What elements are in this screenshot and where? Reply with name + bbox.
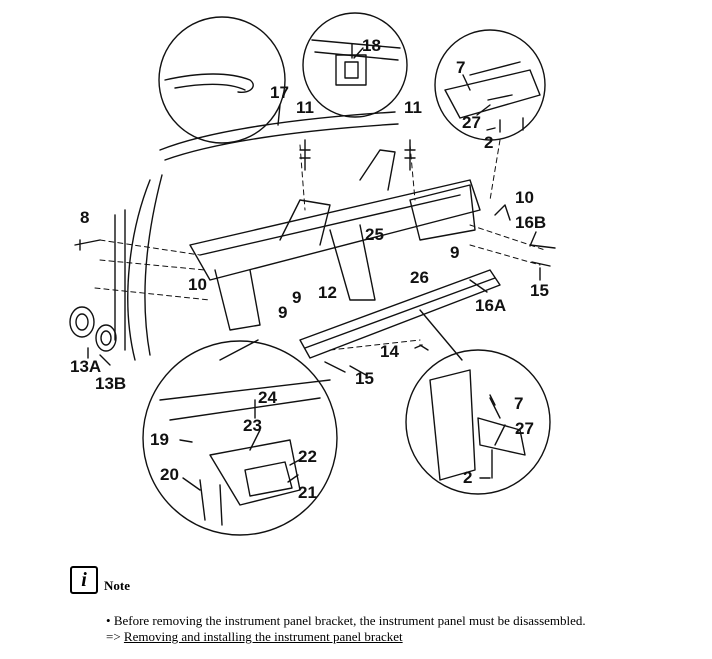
- callout-label: 7: [514, 394, 523, 413]
- callout-label: 7: [456, 58, 465, 77]
- removing-installing-bracket-link[interactable]: Removing and installing the instrument p…: [123, 629, 403, 644]
- callout-label: 21: [298, 483, 317, 502]
- callout-label: 10: [188, 275, 207, 294]
- callout-label: 19: [150, 430, 169, 449]
- exploded-parts-diagram: 18 7 17 11 11 27 2 10 8 16B 25 9 26 10 9…: [69, 12, 556, 536]
- note-title: Note: [104, 578, 130, 593]
- bullet-dot: •: [106, 613, 114, 628]
- callout-label: 9: [450, 243, 459, 262]
- detail-circle-top-right: [434, 29, 546, 141]
- note-link-line: => Removing and installing the instrumen…: [106, 629, 403, 645]
- callout-label: 13B: [95, 374, 126, 393]
- note-bullet: • Before removing the instrument panel b…: [106, 613, 586, 629]
- callout-label: 10: [515, 188, 534, 207]
- callout-label: 9: [278, 303, 287, 322]
- callout-label: 25: [365, 225, 384, 244]
- callout-label: 11: [296, 98, 314, 117]
- callout-label: 23: [243, 416, 262, 435]
- callout-label: 14: [380, 342, 399, 361]
- detail-circle-bottom-left: [142, 340, 338, 536]
- callout-label: 2: [463, 468, 472, 487]
- callout-label: 24: [258, 388, 277, 407]
- detail-circle-bottom-right: [405, 349, 551, 495]
- arrow-marker: =>: [106, 629, 121, 644]
- callout-label: 15: [530, 281, 549, 300]
- callout-label: 17: [270, 83, 289, 102]
- callout-label: 12: [318, 283, 337, 302]
- callout-label: 8: [80, 208, 89, 227]
- callout-label: 13A: [70, 357, 101, 376]
- callout-label: 9: [292, 288, 301, 307]
- detail-circle-top-left: [158, 16, 286, 144]
- callout-label: 18: [362, 36, 381, 55]
- callout-label: 22: [298, 447, 317, 466]
- callout-label: 16A: [475, 296, 506, 315]
- callout-label: 27: [515, 419, 534, 438]
- callout-label: 27: [462, 113, 481, 132]
- note-bullet-text: Before removing the instrument panel bra…: [113, 613, 586, 628]
- info-i-icon: i: [70, 566, 98, 594]
- callout-label: 15: [355, 369, 374, 388]
- callout-label: 16B: [515, 213, 546, 232]
- callout-label: 11: [404, 98, 422, 117]
- callout-label: 20: [160, 465, 179, 484]
- callout-label: 26: [410, 268, 429, 287]
- callout-label: 2: [484, 133, 493, 152]
- detail-circle-top-center: [302, 12, 408, 118]
